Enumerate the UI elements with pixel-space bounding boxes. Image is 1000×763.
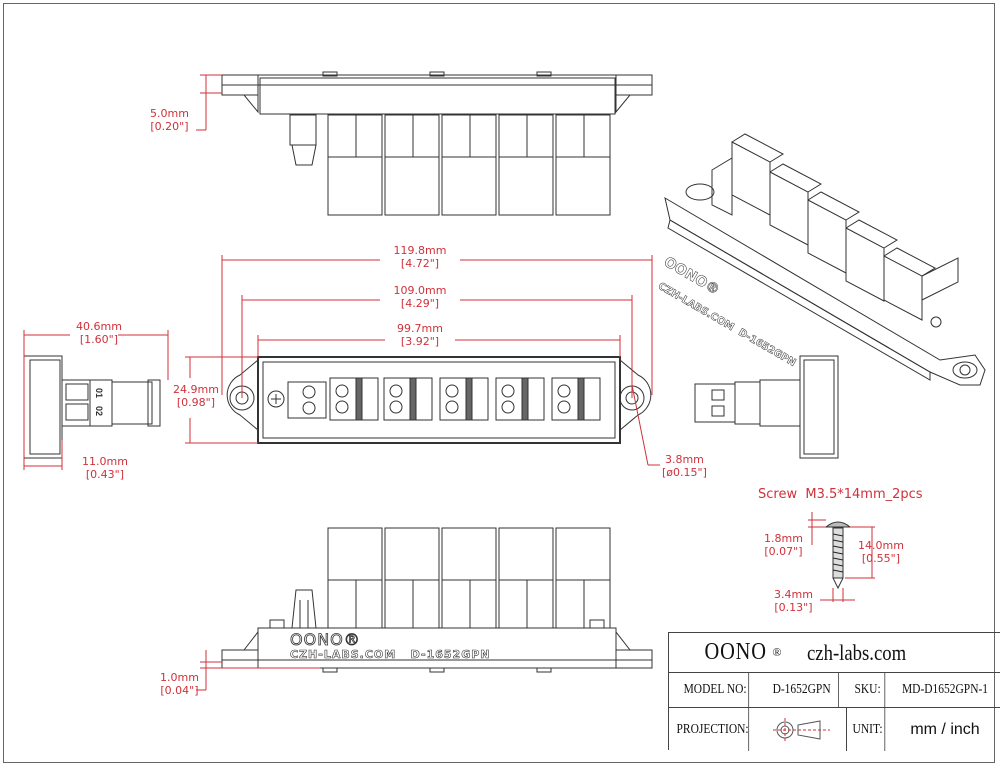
top-view (221, 71, 653, 216)
pin-label-01: 01 (94, 387, 105, 399)
front-view (226, 356, 652, 444)
title-block-projection-row: PROJECTION: UNIT: mm / inch (669, 708, 1000, 751)
dim-screw-length-label: 14.0mm [0.55"] (858, 539, 904, 565)
dim-mm: 5.0mm (150, 107, 189, 120)
title-block-brand-row: OONO ® czh-labs.com (669, 633, 1000, 673)
dim-overall-length-label: 119.8mm [4.72"] (390, 244, 450, 270)
dim-flange-thickness-label: 5.0mm [0.20"] (150, 107, 189, 133)
left-side-view (23, 355, 161, 459)
dim-inch: [0.20"] (150, 120, 189, 133)
dim-mm: 1.0mm (160, 671, 199, 684)
first-angle-projection-icon (772, 717, 830, 742)
screw-dim-lines (808, 512, 875, 602)
dim-foot-height (196, 650, 320, 691)
brand-registered-mark: ® (772, 645, 782, 659)
right-side-view (694, 355, 839, 459)
dim-inch: [0.04"] (160, 684, 199, 697)
dim-inch: [0.98"] (176, 396, 216, 409)
dim-flange-thickness (196, 74, 222, 131)
dim-mm: 14.0mm (858, 539, 904, 552)
sku-value: MD-D1652GPN-1 (901, 682, 989, 697)
title-block-model-row: MODEL NO: D-1652GPN SKU: MD-D1652GPN-1 (669, 673, 1000, 708)
pin-label-02: 02 (94, 405, 105, 417)
bottom-view-brand: OONO® (290, 630, 361, 650)
dim-inch: [4.72"] (400, 257, 440, 270)
dim-mm: 3.4mm (774, 588, 813, 601)
dim-inch: [0.13"] (774, 601, 813, 614)
sku-label: SKU: (851, 673, 886, 707)
dim-hole-diameter-label: 3.8mm [ø0.15"] (662, 453, 707, 479)
brand-name: OONO (704, 639, 767, 665)
dim-hole-spacing-label: 109.0mm [4.29"] (390, 284, 450, 310)
bottom-view-text: CZH-LABS.COM D-1652GPN (290, 648, 491, 662)
dim-overall-depth-label: 40.6mm [1.60"] (76, 320, 122, 346)
brand-website: czh-labs.com (807, 639, 907, 665)
dim-mm: 11.0mm (82, 455, 128, 468)
dim-mm: 24.9mm (173, 383, 219, 396)
dim-base-depth-label: 11.0mm [0.43"] (82, 455, 128, 481)
side-dim-lines (23, 330, 169, 470)
dim-mm: 1.8mm (764, 532, 803, 545)
projection-symbol (757, 708, 847, 751)
dim-body-length-label: 99.7mm [3.92"] (390, 322, 450, 348)
screw-drawing (824, 521, 852, 590)
dim-mm: 99.7mm (397, 322, 443, 335)
title-block: OONO ® czh-labs.com MODEL NO: D-1652GPN … (668, 632, 1000, 751)
dim-foot-height-label: 1.0mm [0.04"] (160, 671, 199, 697)
unit-label: UNIT: (851, 708, 886, 751)
dim-screw-diameter-label: 3.4mm [0.13"] (774, 588, 813, 614)
front-dim-lines (185, 255, 660, 466)
dim-inch: [0.55"] (861, 552, 901, 565)
screw-title: Screw M3.5*14mm_2pcs (758, 487, 923, 502)
dim-inch: [1.60"] (79, 333, 119, 346)
dim-screw-head-label: 1.8mm [0.07"] (764, 532, 803, 558)
dim-mm: 119.8mm (393, 244, 447, 257)
dim-inch: [3.92"] (400, 335, 440, 348)
dim-inch: [4.29"] (400, 297, 440, 310)
isometric-view (664, 133, 986, 386)
model-label: MODEL NO: (677, 673, 750, 707)
dim-body-height-label: 24.9mm [0.98"] (173, 383, 219, 409)
model-value: D-1652GPN (765, 673, 839, 707)
dim-inch: [0.07"] (764, 545, 803, 558)
dim-mm: 3.8mm (664, 453, 704, 466)
dim-mm: 40.6mm (76, 320, 122, 333)
unit-value: mm / inch (910, 720, 980, 738)
dim-inch: [0.43"] (85, 468, 125, 481)
dim-inch: [ø0.15"] (662, 466, 707, 479)
projection-label: PROJECTION: (677, 708, 750, 751)
dim-mm: 109.0mm (393, 284, 447, 297)
